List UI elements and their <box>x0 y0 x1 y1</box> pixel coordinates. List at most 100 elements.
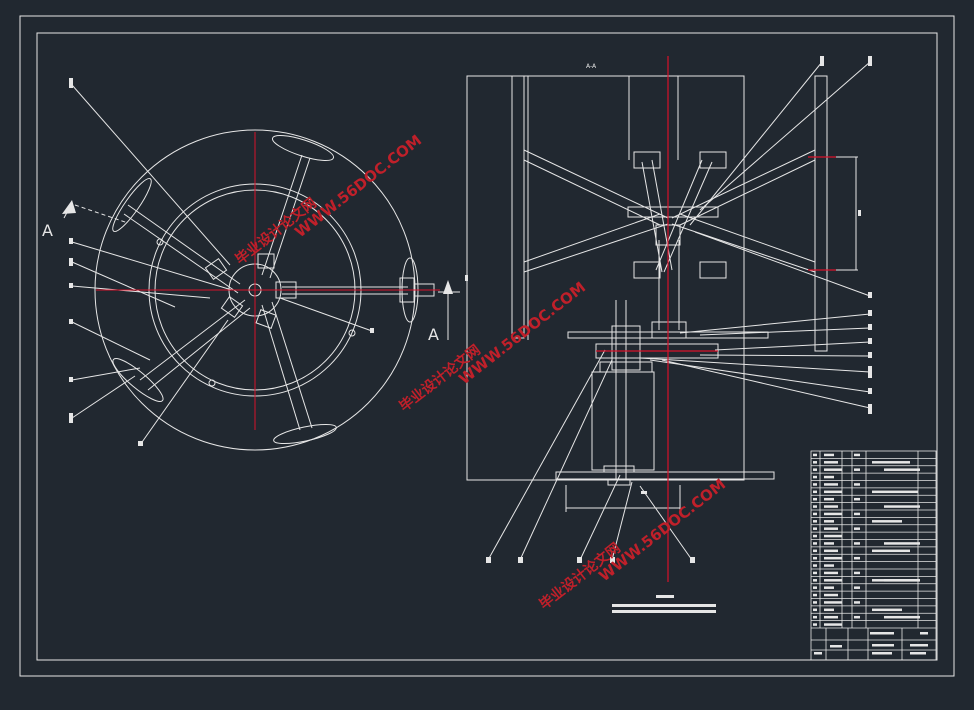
parts-list-text-mark <box>872 644 894 647</box>
parts-list-text-mark <box>854 483 860 486</box>
parts-list-text-mark <box>813 490 817 494</box>
parts-list-text-mark <box>824 623 842 626</box>
parts-list-text-mark <box>813 534 817 538</box>
parts-list-text-mark <box>813 483 817 486</box>
parts-list-text-mark <box>854 571 860 575</box>
watermark-url-3: WWW.56DOC.COM <box>595 475 729 585</box>
outer-frame <box>19 15 955 677</box>
parts-list-text-mark <box>824 483 838 486</box>
section-view <box>466 61 871 561</box>
parts-list-text-mark <box>813 579 817 582</box>
leader-tags-left <box>69 78 374 446</box>
parts-list-text-mark <box>813 556 817 560</box>
parts-list-text-mark <box>854 453 860 457</box>
parts-list-text-mark <box>872 652 892 655</box>
parts-list-text-mark <box>884 579 920 582</box>
parts-list-text-mark <box>813 593 817 597</box>
blade-left <box>511 75 525 339</box>
parts-list-text-mark <box>824 512 842 516</box>
parts-list-text-mark <box>854 497 860 501</box>
parts-list-text-mark <box>910 652 926 655</box>
parts-list-text-mark <box>854 542 860 545</box>
parts-list-text-mark <box>813 468 817 471</box>
leader-lines-left <box>71 84 373 446</box>
parts-list-text-mark <box>872 490 918 494</box>
section-arrow-right <box>443 280 453 294</box>
top-view <box>63 84 460 451</box>
parts-list-text-mark <box>813 527 817 530</box>
parts-list-text-mark <box>830 645 842 648</box>
section-arrow-left <box>62 200 76 214</box>
parts-list-text-mark <box>814 652 822 655</box>
parts-list-text-mark <box>854 615 860 619</box>
parts-list-text-mark <box>872 520 902 523</box>
struts <box>523 149 816 273</box>
parts-list-text-mark <box>813 564 817 567</box>
parts-list-text-mark <box>920 632 928 635</box>
centerlines-top-view <box>96 132 440 430</box>
caption-line-2 <box>612 610 716 613</box>
parts-list <box>810 450 937 661</box>
parts-list-text-mark <box>824 571 838 575</box>
parts-list-text-mark <box>813 520 817 523</box>
watermarks: 毕业设计论文网 WWW.56DOC.COM 毕业设计论文网 WWW.56DOC.… <box>232 131 729 613</box>
parts-list-text-mark <box>824 615 838 619</box>
parts-list-text-mark <box>813 497 817 501</box>
parts-list-text-mark <box>854 468 860 471</box>
leader-lines-right <box>487 61 871 561</box>
parts-list-text-mark <box>824 453 834 457</box>
centerlines-section-view <box>596 56 836 582</box>
parts-list-text-mark <box>824 608 834 612</box>
parts-list-text-mark <box>824 527 838 530</box>
parts-list-text-mark <box>824 549 838 553</box>
parts-list-text-mark <box>813 461 817 464</box>
section-view-title: A-A <box>586 63 597 70</box>
parts-list-text-mark <box>813 571 817 575</box>
parts-list-text-mark <box>854 556 860 560</box>
blades <box>112 135 419 445</box>
section-label-a-left: A <box>42 221 53 240</box>
parts-list-text-mark <box>854 586 860 589</box>
parts-list-text-mark <box>813 475 817 479</box>
parts-list-text-mark <box>813 549 817 553</box>
leader-tags-right <box>465 56 872 563</box>
caption-mark <box>656 595 674 598</box>
parts-list-text-mark <box>884 615 920 619</box>
parts-list-text-mark <box>824 505 838 508</box>
parts-list-text-mark <box>824 497 834 501</box>
parts-list-text-mark <box>872 608 902 612</box>
watermark-url-1: WWW.56DOC.COM <box>291 131 425 241</box>
parts-list-text-mark <box>813 601 817 604</box>
inner-frame <box>36 32 938 661</box>
parts-list-text-mark <box>813 453 817 457</box>
parts-list-text-mark <box>824 579 842 582</box>
parts-list-text-mark <box>813 512 817 516</box>
parts-list-text-mark <box>813 542 817 545</box>
parts-list-text-mark <box>824 586 834 589</box>
parts-list-text-mark <box>824 468 842 471</box>
parts-list-text-mark <box>824 556 842 560</box>
parts-list-text-mark <box>824 534 842 538</box>
parts-list-text-mark <box>824 601 842 604</box>
parts-list-text-mark <box>884 468 920 471</box>
arms <box>123 154 408 431</box>
parts-list-text-mark <box>813 615 817 619</box>
section-label-a-right: A <box>428 325 439 344</box>
parts-list-text-mark <box>870 632 894 635</box>
parts-list-text-mark <box>824 475 834 479</box>
parts-list-text-mark <box>854 601 860 604</box>
parts-list-text-mark <box>824 490 842 494</box>
parts-list-text-mark <box>813 505 817 508</box>
watermark-url-2: WWW.56DOC.COM <box>455 278 589 388</box>
parts-list-text-mark <box>854 512 860 516</box>
parts-list-text-mark <box>824 520 834 523</box>
parts-list-text-mark <box>824 564 834 567</box>
blade-right <box>814 75 828 352</box>
parts-list-text-mark <box>824 461 838 464</box>
parts-list-fill <box>813 453 928 655</box>
parts-list-text-mark <box>854 527 860 530</box>
caption-line-1 <box>612 604 716 607</box>
parts-list-text-mark <box>872 461 910 464</box>
